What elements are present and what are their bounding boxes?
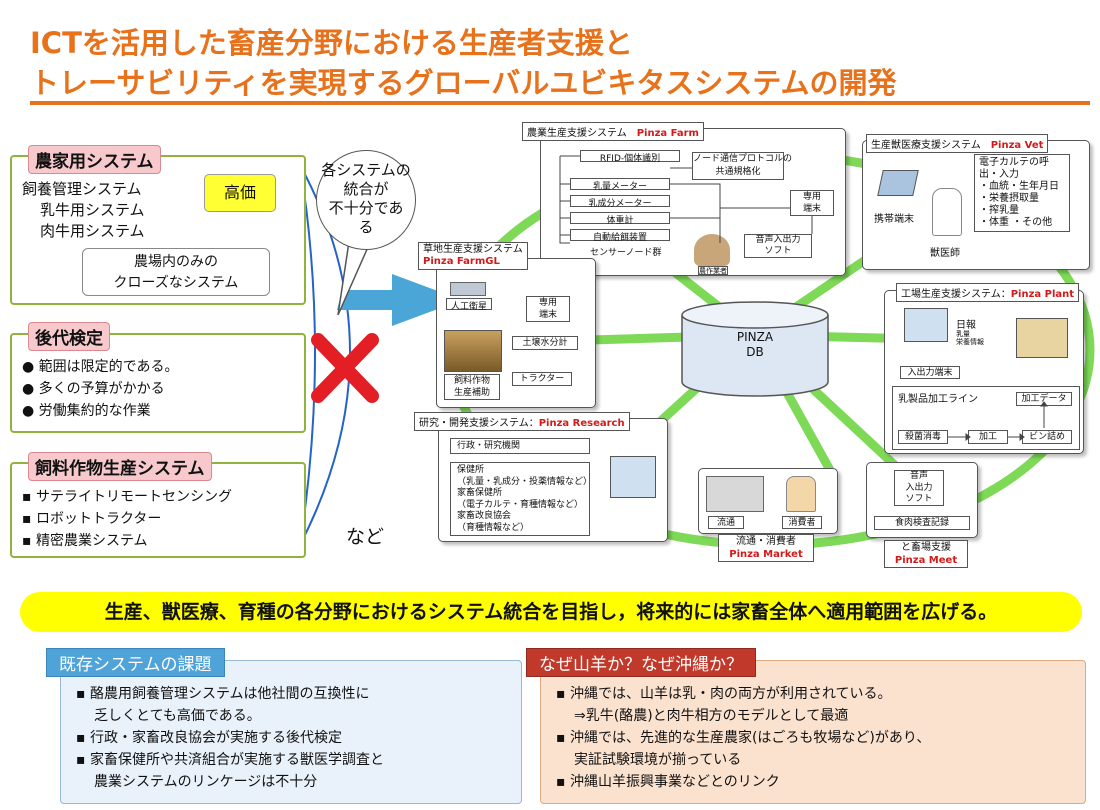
why-item: 実証試験環境が揃っている — [574, 752, 742, 768]
why-label: なぜ山羊か？なぜ沖縄か？ — [526, 648, 756, 677]
pinza-db — [681, 301, 829, 397]
research-org: 行政・研究機関 — [450, 438, 590, 454]
issue-item: ▪ 行政・家畜改良協会が実施する後代検定 — [76, 730, 342, 746]
title-line-2: トレーサビリティを実現するグローバルユビキタスシステムの開発 — [30, 66, 897, 100]
issues-label: 既存システムの課題 — [46, 648, 225, 677]
pinza-vet-label: 生産獣医療支援システム Pinza Vet — [866, 134, 1049, 153]
farm-item: 乳牛用システム — [40, 201, 145, 219]
farm-connectors — [559, 155, 813, 244]
why-item: ⇒乳牛(酪農)と肉牛相方のモデルとして最適 — [574, 708, 849, 724]
title-rule — [30, 101, 1090, 105]
rfid-node: RFID-個体識別 — [580, 150, 680, 164]
processing-line-label: 乳製品加工ライン — [898, 394, 978, 405]
voice-io-box: 音声入出力ソフト — [744, 234, 812, 258]
plant-terminal: 入出力端末 — [900, 366, 960, 379]
closed-system-note: 農場内のみの クローズなシステム — [82, 248, 270, 296]
research-details: 保健所（乳量・乳成分・投薬情報など） 家畜保健所（電子カルテ・育種情報など） 家… — [450, 462, 592, 536]
goal-banner: 生産、獣医療、育種の各分野におけるシステム統合を目指し，将来的には家畜全体へ適用… — [20, 592, 1082, 632]
feed-item: ▪ 精密農業システム — [22, 533, 148, 549]
meat-inspection: 食肉検査記録 — [874, 516, 970, 530]
satellite-icon — [450, 282, 486, 296]
etc-label: など — [346, 526, 385, 548]
handheld-label: 携帯端末 — [874, 214, 914, 225]
farm-terminal: 専用端末 — [790, 190, 834, 216]
process-step: ビン詰め — [1022, 430, 1072, 444]
pinza-farm-label: 農業生産支援システム Pinza Farm — [522, 122, 704, 141]
breeding-item: ● 多くの予算がかかる — [22, 381, 165, 397]
issue-item: 農業システムのリンケージは不十分 — [94, 774, 318, 790]
protocol-box: ノード通信プロトコルの共通規格化 — [692, 152, 792, 180]
bubble-line: 不十分であ — [328, 199, 404, 217]
consumer-icon — [786, 476, 816, 512]
issue-item: ▪ 家畜保健所や共済組合が実施する獣医学調査と — [76, 752, 384, 768]
truck-icon — [706, 476, 764, 512]
red-x-mark — [311, 333, 379, 403]
feed-system-label: 飼料作物生産システム — [28, 452, 212, 481]
field-photo — [444, 330, 502, 372]
process-step: 殺菌消毒 — [898, 430, 948, 444]
issue-item: 乏しくとても高価である。 — [94, 708, 261, 724]
distribution-label: 流通 — [708, 516, 744, 529]
veterinarian-label: 獣医師 — [930, 248, 960, 259]
sensor-node: 自動給餌装置 — [570, 229, 670, 243]
tractor-label: トラクター — [512, 372, 572, 386]
satellite-label: 人工衛星 — [446, 298, 492, 312]
farm-system-label: 農家用システム — [28, 145, 161, 174]
veterinarian-icon — [932, 188, 962, 236]
worker-label: 農作業者 — [698, 266, 728, 275]
pinza-plant-label: 工場生産支援システム：Pinza Plant — [896, 283, 1080, 302]
farm-item: 肉牛用システム — [40, 222, 145, 240]
report-label: 日報 — [956, 320, 976, 331]
soil-moisture: 土壌水分計 — [512, 336, 578, 350]
feed-item: ▪ サテライトリモートセンシング — [22, 489, 232, 505]
feed-item: ▪ ロボットトラクター — [22, 511, 162, 527]
why-box — [540, 660, 1086, 804]
sensor-node: 体重計 — [570, 212, 670, 226]
why-item: ▪ 沖縄では、先進的な生産農家(はごろも牧場など)があり、 — [556, 730, 931, 746]
factory-icon — [1016, 318, 1068, 358]
consumer-label: 消費者 — [782, 516, 822, 529]
sensor-group-label: センサーノード群 — [590, 248, 662, 258]
pc-icon — [904, 308, 948, 342]
expensive-badge: 高価 — [204, 174, 276, 212]
farmgl-terminal: 専用端末 — [526, 296, 570, 322]
why-item: ▪ 沖縄では、山羊は乳・肉の両方が利用されている。 — [556, 686, 892, 702]
speech-bubble: 各システムの 統合が 不十分であ る — [316, 150, 416, 250]
research-pc-icon — [610, 456, 656, 498]
farm-item: 飼養管理システム — [22, 180, 142, 198]
report-sub: 乳量栄養情報 — [956, 330, 984, 346]
process-arrows — [948, 401, 1048, 441]
handheld-icon — [877, 170, 919, 196]
karte-box: 電子カルテの呼出・入力 ・血統・生年月日・栄養摂取量 ・搾乳量・体重 ・その他 — [974, 154, 1070, 232]
breeding-item: ● 範囲は限定的である。 — [22, 359, 179, 375]
sensor-node: 乳成分メーター — [570, 195, 670, 209]
meet-voice-box: 音声入出力ソフト — [894, 470, 944, 506]
issues-box — [60, 660, 522, 804]
flow-arrow — [337, 274, 462, 326]
worker-icon — [694, 234, 730, 266]
title-line-1: ICTを活用した畜産分野における生産者支援と — [30, 26, 633, 60]
feed-assist-label: 飼料作物生産補助 — [444, 374, 500, 400]
breeding-item: ● 労働集約的な作業 — [22, 403, 151, 419]
breeding-label: 後代検定 — [28, 322, 110, 351]
issue-item: ▪ 酪農用飼養管理システムは他社間の互換性に — [76, 686, 370, 702]
db-label: PINZA DB — [736, 330, 774, 359]
sensor-node: 乳量メーター — [570, 178, 670, 192]
pinza-research-label: 研究・開発支援システム：Pinza Research — [414, 412, 630, 431]
bubble-line: 各システムの — [321, 161, 411, 179]
process-step: 加工 — [968, 430, 1008, 444]
why-item: ▪ 沖縄山羊振興事業などとのリンク — [556, 774, 780, 790]
bubble-line: 統合が — [343, 180, 389, 198]
bubble-line: る — [358, 218, 374, 236]
